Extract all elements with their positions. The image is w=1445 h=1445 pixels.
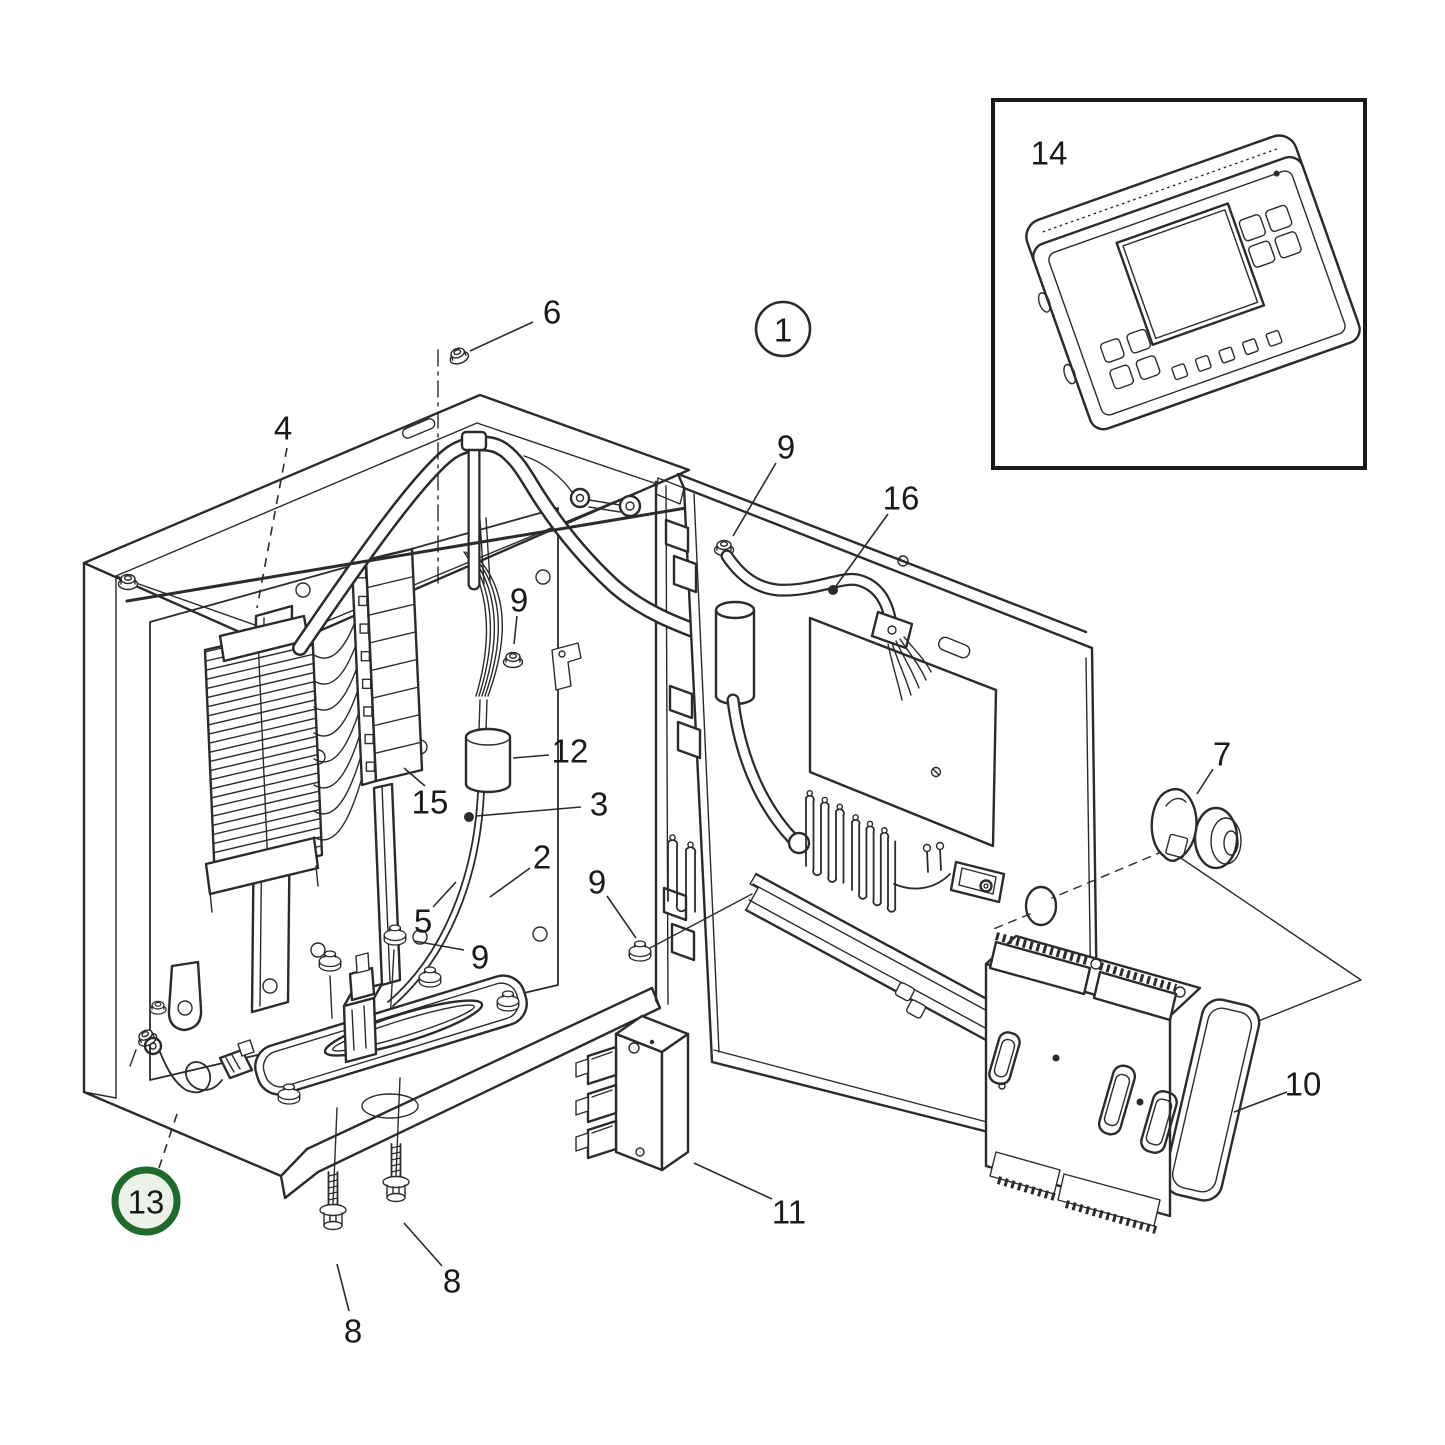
callout-16: 16 — [828, 480, 920, 595]
callout-13: 13 — [111, 1107, 181, 1236]
callout-9d: 9 — [413, 939, 489, 976]
callout-11: 11 — [693, 1162, 806, 1231]
display-screen — [1115, 202, 1266, 346]
door-hinges — [662, 518, 702, 962]
callout-6: 6 — [469, 294, 561, 352]
callout-label: 7 — [1213, 736, 1231, 773]
lock-hole — [1024, 885, 1058, 927]
callout-label: 5 — [414, 903, 432, 940]
callout-8b: 8 — [403, 1222, 461, 1300]
callout-5: 5 — [414, 881, 457, 940]
callout-label: 10 — [1285, 1066, 1322, 1103]
mounting-bolts-8 — [319, 1143, 410, 1231]
callout-label: 12 — [552, 733, 589, 770]
callout-4: 4 — [256, 410, 292, 609]
cabinet-enclosure — [82, 393, 691, 1200]
front-rim-edge — [125, 506, 688, 603]
callout-2: 2 — [489, 839, 551, 898]
base-plate-assembly — [254, 924, 528, 1205]
callout-label: 4 — [274, 410, 292, 447]
door-inner-panel — [808, 616, 998, 848]
callout-label: 15 — [412, 784, 449, 821]
callout-12: 12 — [512, 733, 589, 770]
callout-label: 9 — [777, 429, 795, 466]
callout-1: 1 — [754, 300, 812, 358]
callout-3: 3 — [464, 786, 608, 823]
terminal-strip-assembly — [350, 547, 424, 987]
breakout-module — [575, 1014, 690, 1172]
mounting-tab — [149, 960, 203, 1032]
heater-coil-small — [667, 834, 697, 913]
callout-label: 8 — [344, 1313, 362, 1350]
callout-8a: 8 — [336, 1263, 362, 1350]
callout-label: 8 — [443, 1263, 461, 1300]
callout-label: 13 — [128, 1184, 165, 1221]
callout-label: 3 — [590, 786, 608, 823]
screw-6 — [446, 344, 471, 367]
reference-circle — [754, 300, 812, 358]
callout-label: 11 — [772, 1194, 806, 1231]
callout-label: 16 — [883, 480, 920, 517]
cam-lock — [1150, 788, 1242, 870]
center-connector — [342, 952, 384, 1064]
callout-9b: 9 — [510, 582, 528, 645]
callout-label: 6 — [543, 294, 561, 331]
callout-7: 7 — [1196, 736, 1231, 795]
heater-coil — [851, 814, 897, 913]
back-mounting-panel — [149, 507, 582, 1081]
heater-coil — [805, 789, 845, 884]
callout-label: 1 — [774, 312, 792, 349]
ground-wire — [129, 1026, 255, 1094]
callout-label: 9 — [510, 582, 528, 619]
callout-label: 9 — [588, 864, 606, 901]
display-unit — [1025, 134, 1361, 431]
callout-9a: 9 — [732, 429, 795, 537]
callout-label: 14 — [1031, 135, 1068, 172]
boot-cylinder — [464, 727, 512, 794]
callout-15: 15 — [403, 767, 449, 821]
callout-label: 2 — [533, 839, 551, 876]
terminal-cells — [356, 548, 423, 782]
controller-module — [984, 932, 1261, 1234]
callout-10: 10 — [1233, 1066, 1322, 1113]
callout-label: 9 — [471, 939, 489, 976]
callout-9c: 9 — [588, 864, 637, 939]
door-harness — [667, 549, 1006, 913]
cable-conduit — [292, 430, 722, 656]
display-inset — [991, 98, 1367, 470]
callout-14: 14 — [1031, 135, 1068, 172]
highlight-circle — [111, 1166, 181, 1236]
finned-component — [203, 614, 324, 913]
cable-clamp-bracket — [502, 642, 582, 691]
module-connectors — [575, 1045, 618, 1160]
